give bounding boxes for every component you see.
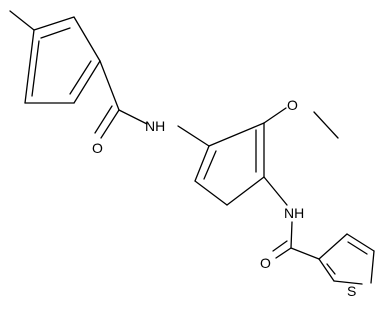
double-bond [94,105,113,134]
amide-nh-right-label: NH [284,205,304,221]
thiophene-ring [318,233,375,285]
double-bond [275,247,292,259]
bond [9,10,35,31]
bond [99,60,120,111]
bond [263,176,288,206]
amide-o-right-label: O [260,255,271,271]
central-ring [194,122,265,206]
bond [290,247,320,260]
double-bond [100,109,120,139]
amide-o-left-label: O [92,140,103,156]
bond [290,221,293,249]
bond [118,109,148,125]
bond [177,125,210,147]
bond [313,111,339,139]
thiophene-s-label: S [347,283,356,299]
double-bond [272,240,288,252]
toluyl-ring [24,16,101,104]
amide-nh-left-label: NH [145,118,165,134]
bond [263,107,287,124]
methoxy-o-label: O [287,97,298,113]
